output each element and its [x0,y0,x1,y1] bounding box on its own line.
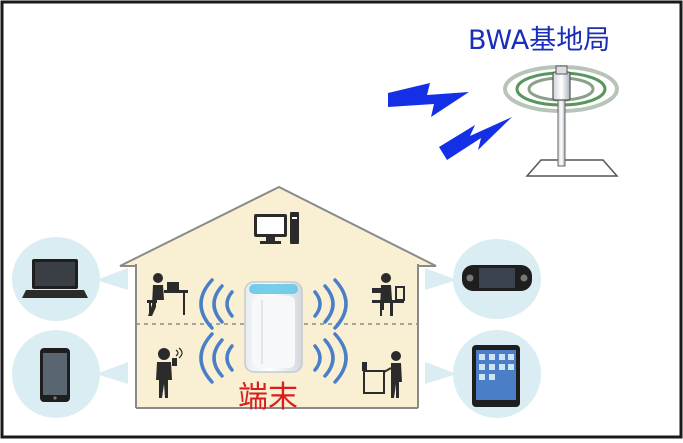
lightning-bolt-icon [388,83,512,160]
tablet-bubble [425,330,541,418]
terminal-label: 端末 [238,380,298,415]
person-icon [372,273,405,316]
base-station-label: BWA基地局 [468,25,611,56]
person-icon [156,347,183,398]
person-icon [147,273,188,316]
game-console-bubble [425,239,541,319]
wifi-router-icon [244,281,303,373]
desktop-computer-icon [254,212,299,244]
smartphone-bubble [12,330,128,418]
laptop-icon [22,259,88,298]
smartphone-icon [40,348,70,402]
antenna-tower-icon [503,65,619,177]
wifi-waves [199,278,348,384]
person-icon [362,351,402,398]
handheld-game-console-icon [462,265,532,291]
laptop-bubble [12,237,128,321]
tablet-icon [472,345,520,407]
